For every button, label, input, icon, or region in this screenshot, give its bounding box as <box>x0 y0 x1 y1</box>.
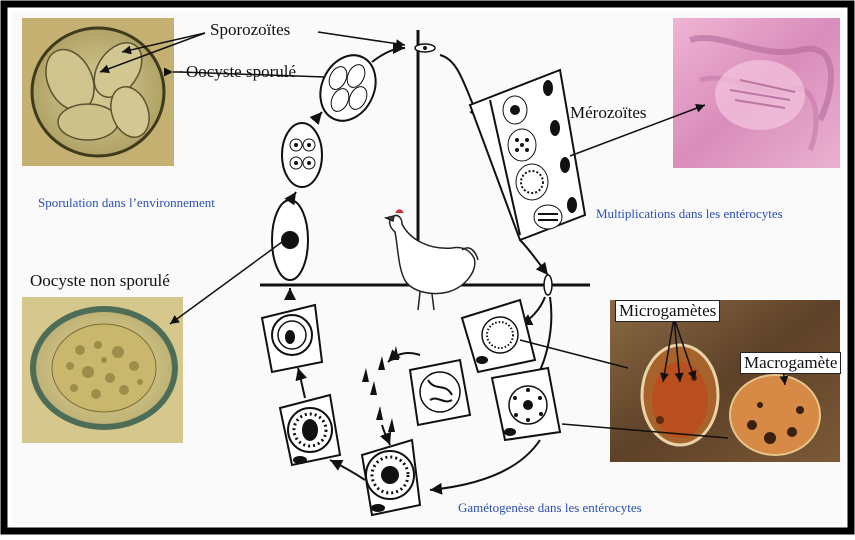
photo-unsporulated-oocyst <box>22 297 183 443</box>
rupturing-microgametocyte-drawing <box>410 360 470 425</box>
sporulating-oocyst-drawing <box>282 123 322 187</box>
young-oocyst-in-cell-drawing <box>280 395 340 465</box>
caption-gametogenese: Gamétogenèse dans les entérocytes <box>458 500 642 516</box>
caption-multiplications: Multiplications dans les entérocytes <box>596 206 783 222</box>
merozoite-drawing <box>544 275 552 295</box>
oocyst-in-cell-drawing <box>262 305 322 372</box>
label-merozoites: Mérozoïtes <box>570 103 646 123</box>
caption-sporulation: Sporulation dans l’environnement <box>38 195 215 211</box>
label-oocyste-non-sporule: Oocyste non sporulé <box>30 271 170 291</box>
label-oocyste-sporule: Oocyste sporulé <box>186 62 296 82</box>
label-macrogamete: Macrogamète <box>740 352 841 374</box>
label-microgametes: Microgamètes <box>615 300 720 322</box>
photo-merozoites-histology <box>673 18 840 168</box>
sporozoite-drawing <box>415 44 435 52</box>
unsporulated-oocyst-drawing <box>272 200 308 280</box>
photo-sporulated-oocyst <box>22 18 174 166</box>
macrogametocyte-drawing <box>492 368 560 440</box>
label-sporozoites: Sporozoïtes <box>210 20 290 40</box>
